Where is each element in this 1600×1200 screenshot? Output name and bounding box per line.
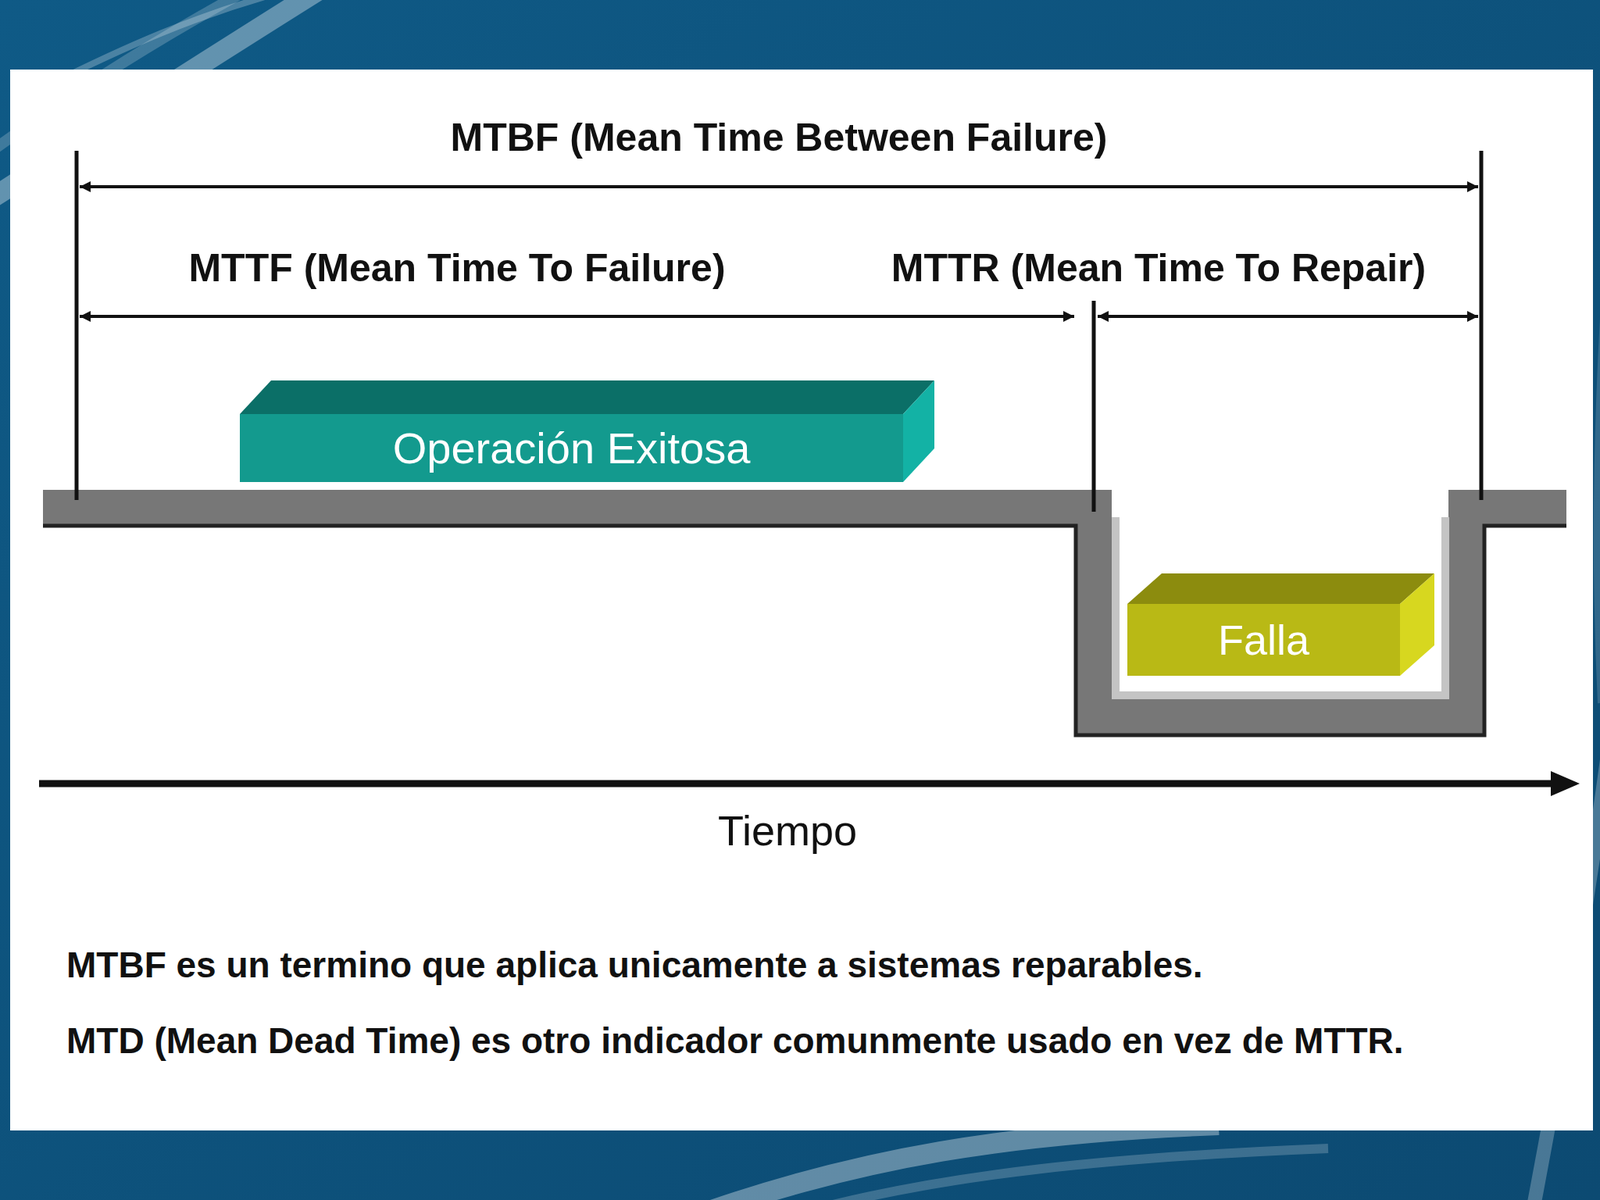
failure-block: Falla <box>1127 603 1400 676</box>
block-top-face <box>239 380 935 415</box>
block-side-face <box>903 380 935 483</box>
dimension-bar <box>75 150 79 500</box>
dimension-label: MTTR (Mean Time To Repair) <box>891 246 1426 290</box>
dimension-arrow <box>79 314 1075 318</box>
block-side-face <box>1400 573 1435 676</box>
swoosh <box>1597 234 1600 704</box>
time-axis <box>39 780 1557 788</box>
note: MTBF es un termino que aplica unicamente… <box>66 939 1536 990</box>
trough-inner-face <box>1115 517 1446 696</box>
block-label: Falla <box>1217 615 1310 665</box>
axis-label: Tiempo <box>717 807 858 854</box>
white-panel <box>10 69 1593 1131</box>
plank-edge <box>42 525 1567 736</box>
success-block: Operación Exitosa <box>239 414 904 483</box>
dimension-label: MTTF (Mean Time To Failure) <box>188 246 725 290</box>
note: MTD (Mean Dead Time) es otro indicador c… <box>66 1015 1411 1066</box>
dimension-bar <box>1479 150 1484 500</box>
swoosh <box>781 1148 1329 1200</box>
block-front-face <box>239 414 904 483</box>
time-axis-head <box>1550 771 1580 797</box>
state-plank <box>42 507 1567 718</box>
dimension-arrow <box>1097 314 1479 318</box>
block-front-face <box>1127 603 1400 676</box>
block-label: Operación Exitosa <box>392 422 751 474</box>
dimension-bar <box>1092 300 1097 512</box>
dimension-label: MTBF (Mean Time Between Failure) <box>450 116 1108 160</box>
dimension-arrow <box>79 185 1479 189</box>
block-top-face <box>1127 573 1435 604</box>
